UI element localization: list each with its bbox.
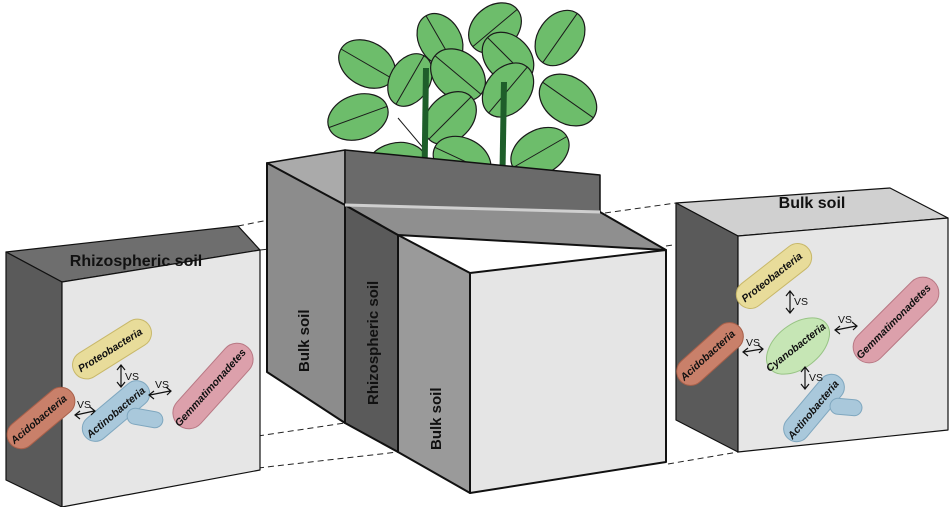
leaf (534, 9, 586, 67)
svg-text:VS: VS (746, 337, 760, 349)
center-bulk-right-label: Bulk soil (428, 387, 445, 450)
svg-text:VS: VS (838, 314, 852, 326)
rhizo-box-side (5, 251, 63, 507)
svg-text:VS: VS (125, 371, 139, 383)
rhizo-box-title: Rhizospheric soil (70, 253, 202, 270)
rhizo-comparison-arrows: VS VS VS (74, 364, 172, 420)
plant-stem (397, 117, 426, 151)
leaf (423, 91, 477, 145)
svg-text:VS: VS (155, 379, 169, 391)
leaf (481, 62, 535, 118)
block-bulk-right-face (397, 234, 471, 494)
bulk-box-title: Bulk soil (779, 195, 846, 212)
bulk-box-front (737, 217, 949, 453)
leaf (327, 93, 389, 141)
svg-text:VS: VS (794, 296, 808, 308)
central-soil-block (266, 149, 667, 494)
center-rhizo-label: Rhizospheric soil (365, 281, 382, 405)
svg-text:VS: VS (77, 399, 91, 411)
block-bulk-left-face (266, 162, 346, 424)
svg-text:VS: VS (809, 372, 823, 384)
leaf (538, 73, 598, 127)
leaf (430, 48, 486, 102)
bulk-acidobacteria-pill: Acidobacteria (676, 322, 744, 386)
block-front-face (469, 249, 667, 494)
bulk-comparison-arrows: VS VS VS VS (742, 290, 858, 390)
rhizo-box-front (61, 249, 261, 507)
center-bulk-left-label: Bulk soil (296, 309, 313, 372)
